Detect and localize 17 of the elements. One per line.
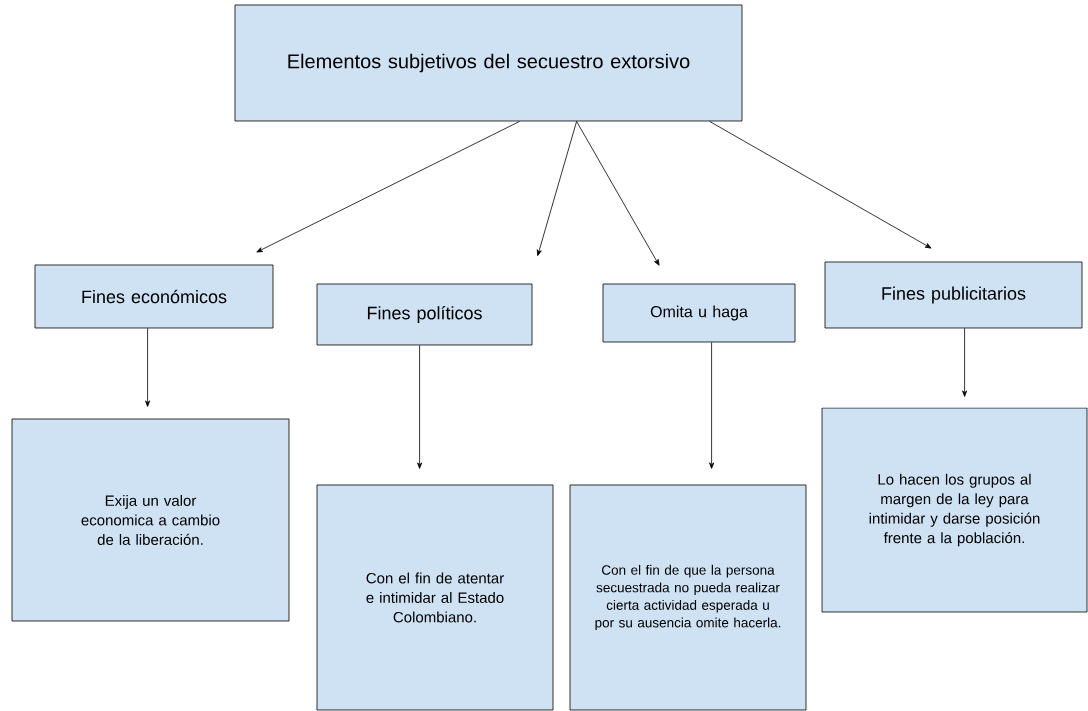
arrow: [536, 121, 577, 256]
category-box: Fines económicos: [34, 264, 274, 329]
arrow: [256, 121, 520, 253]
title-box: Elementos subjetivos del secuestro extorsivo: [234, 4, 743, 122]
arrow: [709, 342, 715, 469]
arrow: [962, 328, 968, 397]
category-box: Fines políticos: [316, 283, 533, 346]
description-box: Con el fin de atentar e intimidar al Estado Colombiano.: [316, 484, 554, 711]
description-box: Con el fin de que la persona secuestrada no pueda realizar cierta actividad esperada u por su ausencia omite hacerla.: [569, 484, 807, 711]
description-box: Exija un valor economica a cambio de la liberación.: [11, 418, 290, 622]
arrow: [576, 121, 660, 266]
arrow: [145, 328, 151, 407]
description-box: Lo hacen los grupos al margen de la ley para intimidar y darse posición frente a la población.: [821, 407, 1088, 613]
category-box: Fines publicitarios: [824, 261, 1083, 329]
category-box: Omita u haga: [602, 283, 796, 343]
arrow: [709, 121, 932, 249]
arrow: [417, 345, 423, 469]
